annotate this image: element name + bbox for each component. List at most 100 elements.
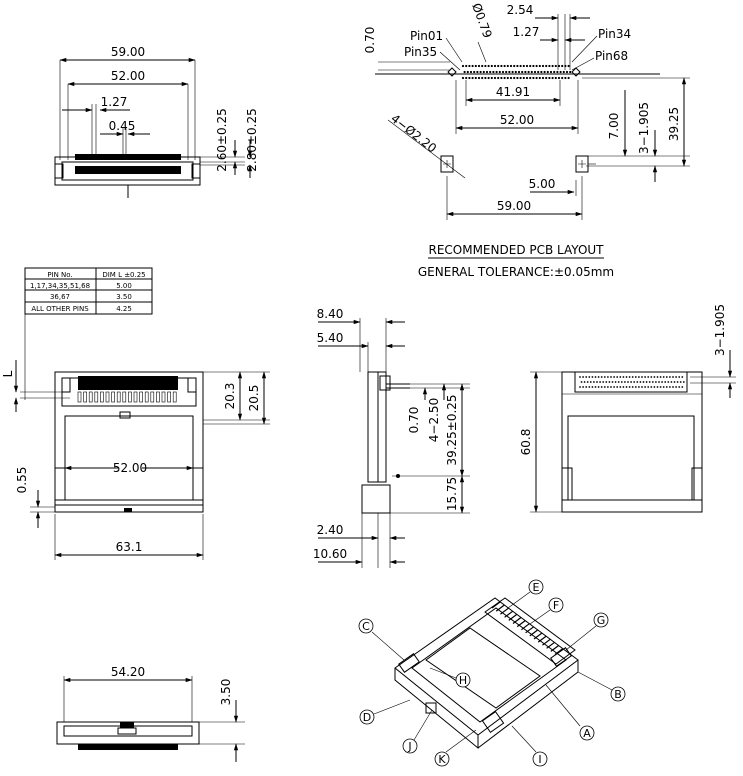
- dim-height-b: 2.80±0.25: [245, 108, 259, 172]
- pin-hole: [613, 386, 615, 388]
- pin-hole: [597, 386, 600, 388]
- pin-hole: [647, 386, 650, 388]
- pin-tail: [144, 391, 149, 403]
- pin-tail: [105, 391, 110, 403]
- dim-row-bottom: 3−1.905: [713, 304, 727, 356]
- dim-top-a: 20.3: [223, 383, 237, 410]
- pin-hole: [634, 376, 637, 378]
- dim-540: 5.40: [317, 331, 344, 345]
- pin-hole: [473, 70, 476, 74]
- callout-b: [610, 686, 626, 702]
- pcb-layout-title: RECOMMENDED PCB LAYOUT: [428, 243, 604, 257]
- pin-hole: [602, 381, 605, 383]
- connector-side-body: [367, 371, 387, 483]
- pin-hole: [554, 64, 557, 68]
- iso-pin: [533, 632, 543, 640]
- pin-hole: [658, 381, 660, 383]
- table-header-dim: DIM L ±0.25: [102, 271, 145, 279]
- pin-hole: [505, 70, 508, 74]
- dim-pitch-wide: 2.54: [507, 3, 534, 17]
- callout-g-label: G: [597, 614, 606, 627]
- pin-hole: [672, 376, 674, 378]
- pin-hole: [669, 386, 671, 388]
- pin-tail: [83, 391, 87, 403]
- pin-hole: [641, 376, 643, 378]
- iso-card-cavity: [425, 627, 541, 709]
- table-cell: 4.25: [116, 305, 132, 313]
- pin-hole: [659, 386, 662, 388]
- pin-hole: [543, 70, 546, 74]
- dim-holes: 4−Ø2.20: [388, 111, 439, 155]
- pin-hole: [557, 76, 561, 80]
- pin-hole: [619, 376, 622, 378]
- iso-pin: [512, 617, 522, 624]
- pin-hole: [664, 381, 667, 383]
- pin-hole: [468, 64, 471, 68]
- pin-hole: [628, 376, 631, 378]
- pin-hole: [655, 381, 657, 383]
- pin-hole: [656, 386, 659, 388]
- pin-hole: [616, 376, 619, 378]
- pin-hole: [533, 70, 537, 74]
- dim-row-y: 3−1.905: [637, 102, 651, 154]
- pin-hole: [541, 76, 545, 80]
- pin-hole: [493, 64, 497, 68]
- pin-tail: [172, 391, 177, 403]
- pin-hole: [490, 64, 493, 68]
- front-view: 59.00 52.00 1.27 0.45 2.60±0.25 2.80±0.2…: [54, 45, 259, 198]
- pin-hole: [516, 64, 519, 68]
- callout-g: [593, 612, 609, 628]
- pin-tail: [167, 391, 171, 403]
- pin-hole: [553, 70, 556, 74]
- pin-hole: [675, 386, 677, 388]
- callout-d-label: D: [363, 711, 371, 724]
- pin-hole: [682, 381, 685, 383]
- callout-d: [359, 709, 375, 725]
- dim-pin-span: 41.91: [496, 85, 530, 99]
- pin-hole: [476, 70, 479, 74]
- pin-hole: [589, 381, 592, 383]
- side-view: 8.40 5.40 0.70 4−2.50 39.25±0.25 15.75 2…: [313, 307, 470, 568]
- pin-hole: [548, 64, 551, 68]
- pin-hole: [614, 381, 617, 383]
- pin-hole: [509, 64, 513, 68]
- pin-hole: [582, 376, 584, 378]
- dim-gap: 0.55: [15, 467, 29, 494]
- pin-tail: [100, 391, 104, 403]
- pin-hole: [565, 70, 569, 74]
- pin-hole: [513, 64, 516, 68]
- pin-hole: [487, 64, 490, 68]
- pin-hole: [662, 386, 665, 388]
- callout-c: [358, 618, 374, 634]
- pin-tail: [128, 391, 132, 403]
- iso-pin: [537, 635, 547, 643]
- pin-hole: [506, 76, 509, 80]
- pin-hole: [600, 376, 603, 378]
- pin-hole: [537, 70, 540, 74]
- pin-hole: [525, 76, 529, 80]
- pin-hole: [503, 64, 506, 68]
- pin-hole: [579, 376, 581, 378]
- pin-hole: [672, 386, 674, 388]
- pin-hole: [477, 64, 481, 68]
- pin-hole: [673, 381, 676, 383]
- iso-pin: [495, 604, 505, 612]
- callout-j: [402, 738, 418, 754]
- pin-hole: [517, 70, 521, 74]
- pin-tail: [161, 391, 166, 403]
- pin-hole: [561, 76, 564, 80]
- pin-hole: [588, 376, 591, 378]
- pin-hole: [644, 386, 646, 388]
- pin-hole: [669, 376, 671, 378]
- connector-bottom-body: [561, 371, 703, 513]
- pin-hole: [498, 70, 501, 74]
- dim-drill: Ø0.79: [469, 1, 495, 40]
- pin-hole: [538, 64, 541, 68]
- pin-tail: [122, 391, 127, 403]
- iso-pin: [516, 620, 526, 628]
- pin-hole: [567, 76, 570, 80]
- pin-row-front: [75, 154, 181, 160]
- pin-hole: [484, 76, 487, 80]
- dim-1060: 10.60: [313, 547, 347, 561]
- callout-c-label: C: [362, 620, 370, 633]
